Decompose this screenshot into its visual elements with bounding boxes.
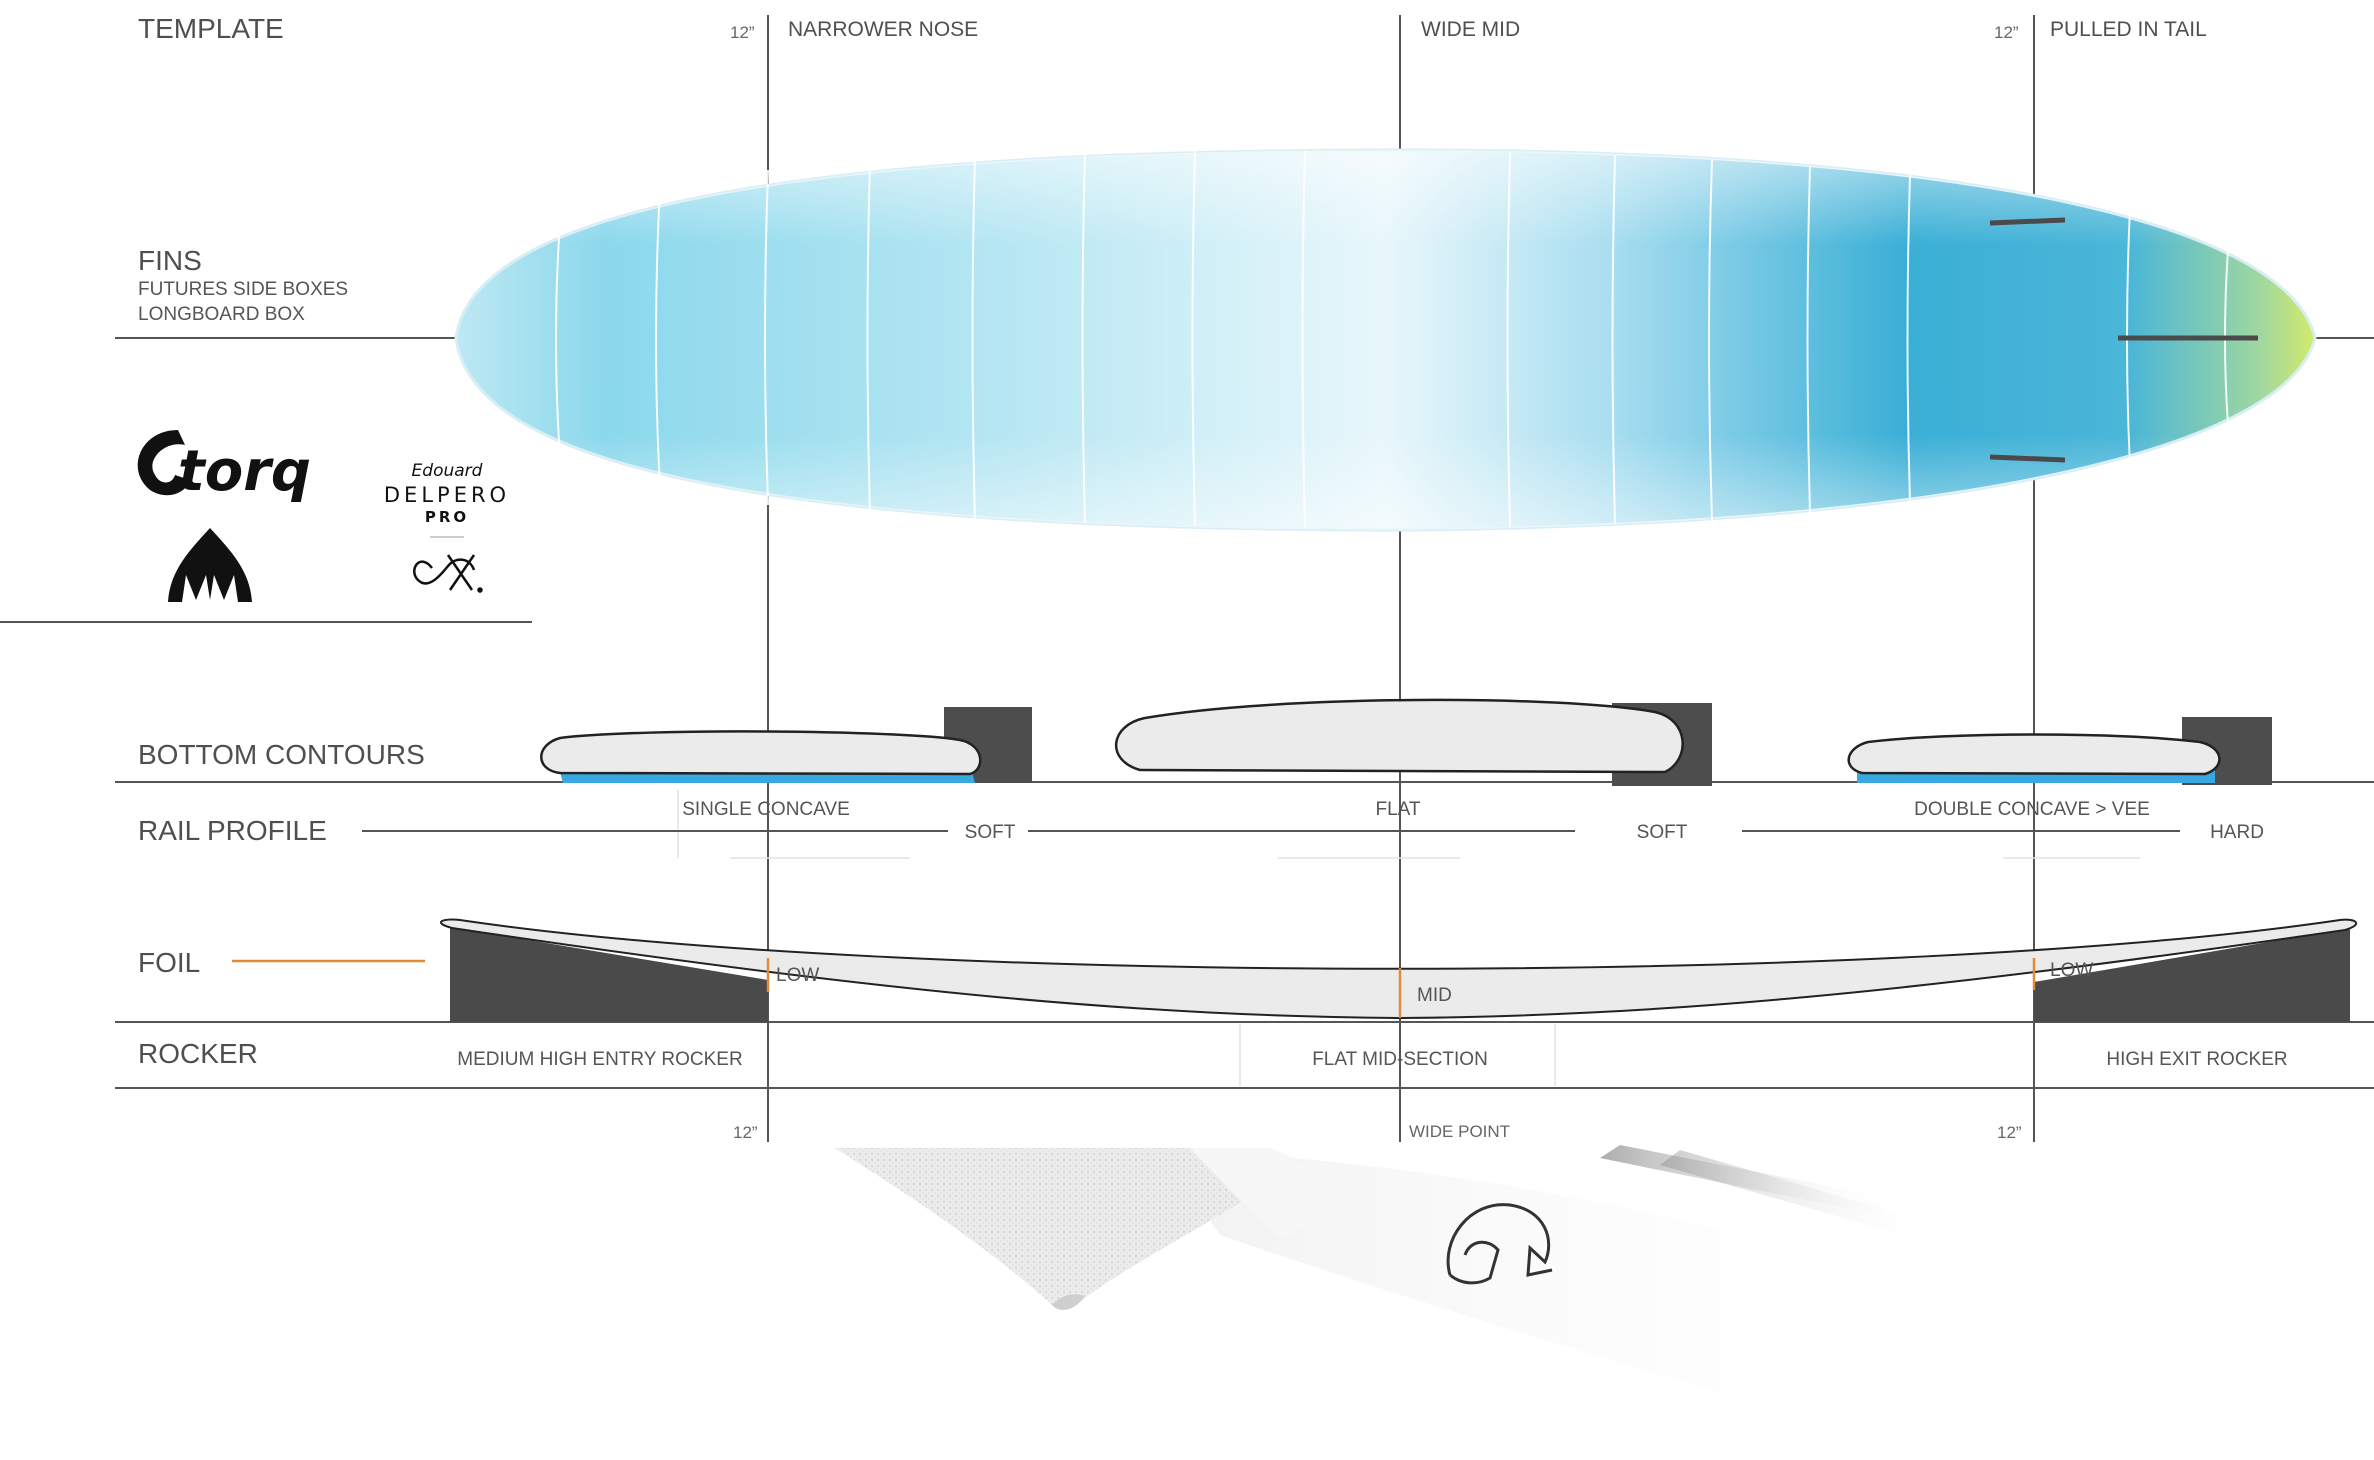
section-foil: FOIL [138,947,200,978]
section-rail-profile: RAIL PROFILE [138,815,327,846]
template-nose-label: NARROWER NOSE [788,18,978,41]
torq-swirl-icon [1446,1203,1553,1285]
fin-boxes [1989,217,2258,463]
fins-detail-longboard: LONGBOARD BOX [138,304,305,325]
rocker-nose-label: MEDIUM HIGH ENTRY ROCKER [457,1049,742,1070]
contour-tail-label: DOUBLE CONCAVE > VEE [1914,799,2150,820]
foil-tail-label: LOW [2050,960,2093,981]
board-photo [835,1145,2000,1400]
fins-detail-side: FUTURES SIDE BOXES [138,279,348,300]
contour-tail [1847,717,2272,785]
bird-logo-icon [168,528,252,602]
contour-nose [540,707,1032,783]
rocker-mid-box [1239,1024,1556,1086]
contour-mid [1114,698,1712,786]
delpero-wordmark: DELPERO [384,483,510,507]
bottom-nose-distance: 12” [733,1123,758,1142]
foil-profile [439,918,2358,1022]
contour-mid-label: FLAT [1375,799,1420,820]
rocker-tail-label: HIGH EXIT ROCKER [2106,1049,2287,1070]
template-nose-distance: 12” [730,23,755,42]
torq-logo: torq [137,430,311,504]
torq-wordmark: torq [178,439,311,504]
delpero-logo: Edouard DELPERO PRO [384,461,510,538]
section-fins: FINS [138,245,202,276]
contour-label-boxes [677,790,2140,859]
section-template: TEMPLATE [138,13,284,44]
foil-nose-label: LOW [776,965,819,986]
infinity-heart-icon [413,554,483,593]
contour-nose-label: SINGLE CONCAVE [682,799,850,820]
delpero-pro: PRO [425,508,469,526]
template-mid-label: WIDE MID [1421,18,1520,41]
template-tail-distance: 12” [1994,23,2019,42]
bottom-tail-distance: 12” [1997,1123,2022,1142]
rocker-mid-label: FLAT MID-SECTION [1312,1049,1488,1070]
section-bottom-contours: BOTTOM CONTOURS [138,739,425,770]
rail-nose-label: SOFT [965,822,1016,843]
foil-mid-label: MID [1417,985,1452,1006]
bottom-mid-label: WIDE POINT [1409,1122,1510,1141]
delpero-signature: Edouard [412,461,483,481]
section-rocker: ROCKER [138,1038,258,1069]
rail-tail-label: HARD [2210,822,2264,843]
rail-mid-label: SOFT [1637,822,1688,843]
template-tail-label: PULLED IN TAIL [2050,18,2207,41]
board-outline [454,148,2317,532]
